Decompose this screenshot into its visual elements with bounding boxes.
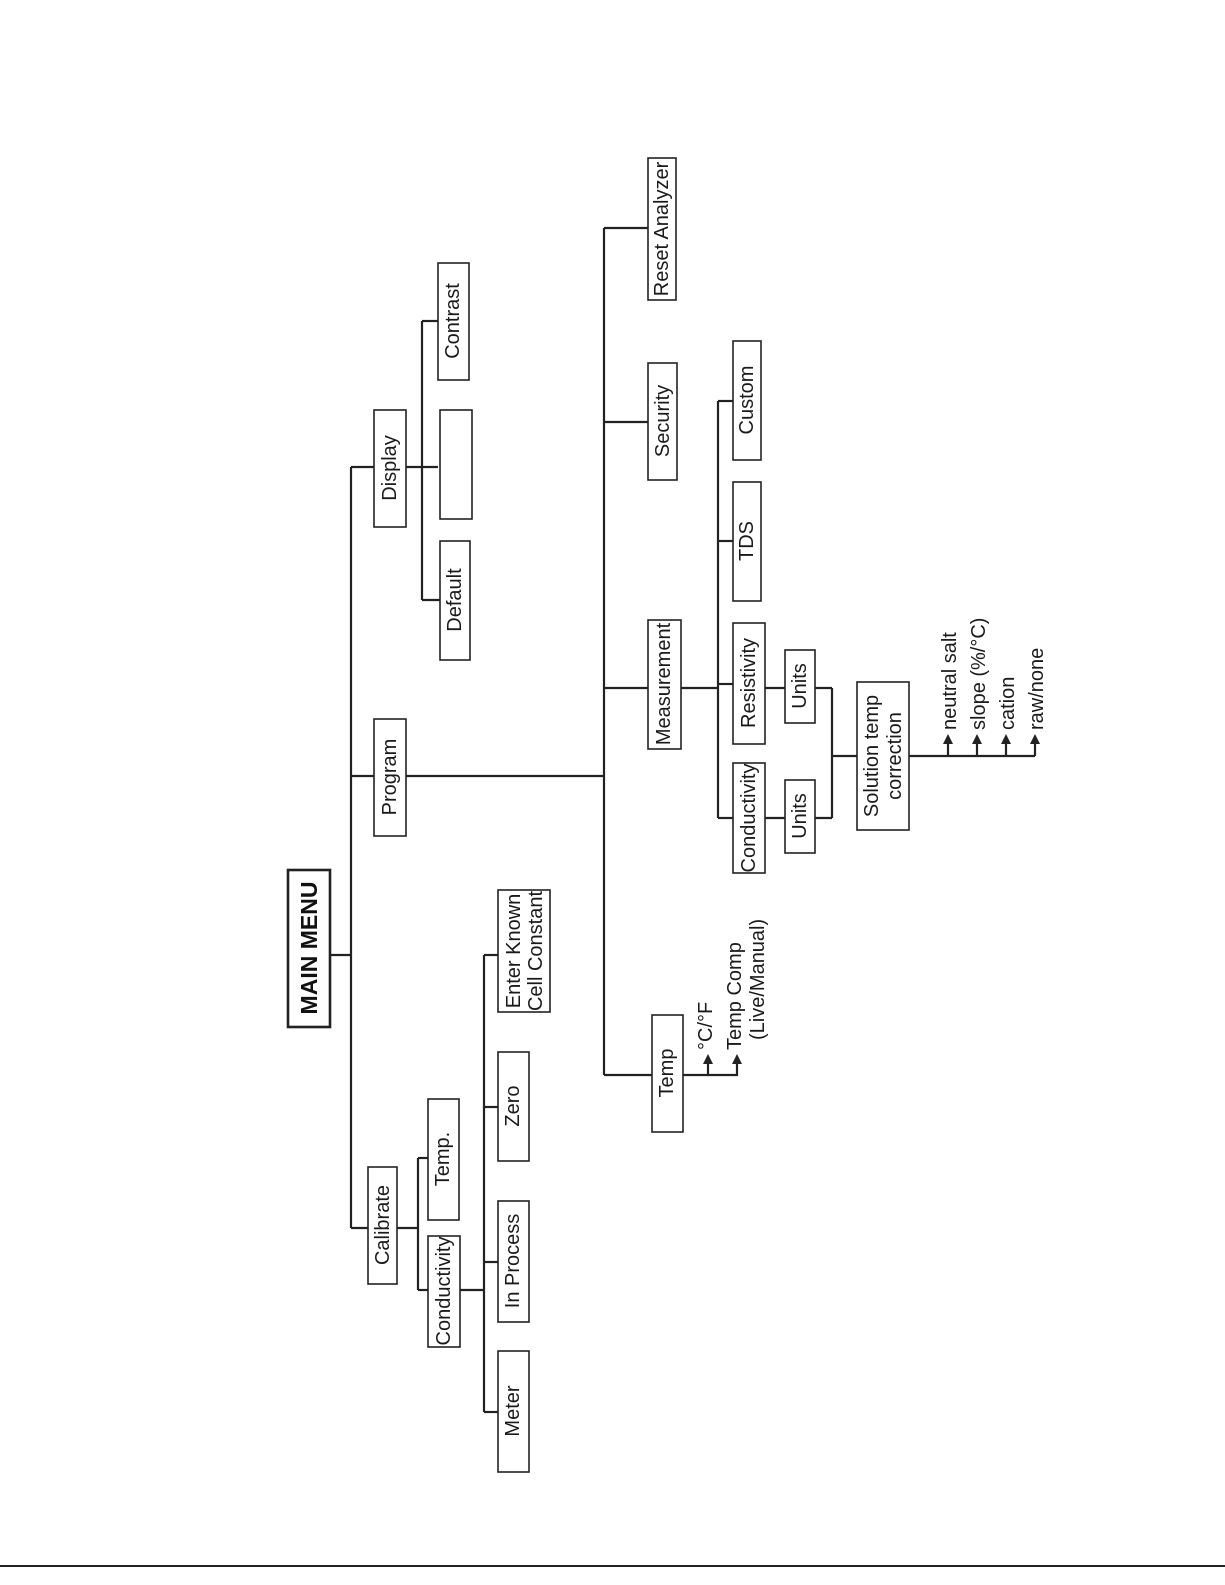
node-program-temp: Temp (651, 1014, 684, 1133)
calibrate-conductivity-label: Conductivity (433, 1237, 455, 1346)
solution-option-neutral-salt: neutral salt (939, 632, 961, 730)
in-process-label: In Process (502, 1214, 524, 1308)
arrow-icon (703, 1054, 713, 1064)
node-measurement-conductivity: Conductivity (732, 762, 766, 874)
measurement-tds-label: TDS (736, 521, 758, 561)
node-in-process: In Process (497, 1200, 530, 1323)
node-enter-known-cell-constant: Enter Known Cell Constant (497, 889, 551, 1013)
enter-known-label-line2: Cell Constant (525, 891, 547, 1012)
node-meter: Meter (497, 1350, 530, 1473)
program-label: Program (379, 739, 401, 816)
connector-lines (330, 226, 1037, 1414)
node-calibrate-temp: Temp. (427, 1098, 460, 1221)
arrow-icon (732, 1054, 742, 1064)
node-zero: Zero (497, 1051, 530, 1162)
conductivity-units-label: Units (789, 793, 811, 839)
node-measurement-tds: TDS (732, 481, 762, 602)
solution-temp-label-line1: Solution temp (861, 695, 883, 817)
measurement-label: Measurement (653, 622, 675, 745)
node-calibrate: Calibrate (367, 1166, 398, 1285)
calibrate-label: Calibrate (372, 1185, 394, 1265)
node-calibrate-conductivity: Conductivity (427, 1235, 461, 1348)
node-display: Display (373, 409, 407, 528)
node-program: Program (373, 718, 407, 837)
arrowheads (703, 734, 1040, 1064)
zero-label: Zero (502, 1085, 524, 1126)
arrow-icon (1030, 734, 1040, 744)
temp-unit-option: °C/°F (695, 1002, 717, 1050)
solution-option-raw-none: raw/none (1026, 648, 1048, 730)
node-resistivity-units: Units (784, 649, 816, 724)
solution-option-cation: cation (997, 677, 1019, 730)
node-display-contrast: Contrast (437, 262, 470, 381)
main-menu-label: MAIN MENU (296, 882, 322, 1015)
node-conductivity-units: Units (784, 779, 816, 854)
node-security: Security (647, 362, 678, 481)
meter-label: Meter (502, 1385, 524, 1436)
arrow-icon (1001, 734, 1011, 744)
solution-temp-label-line2: correction (884, 712, 906, 800)
display-contrast-label: Contrast (442, 283, 464, 359)
node-solution-temp-correction: Solution temp correction (856, 681, 910, 831)
node-measurement-custom: Custom (732, 340, 762, 461)
temp-comp-option-line2: (Live/Manual) (747, 919, 769, 1040)
node-display-default: Default (439, 540, 471, 661)
program-temp-label: Temp (656, 1049, 678, 1098)
measurement-resistivity-label: Resistivity (738, 638, 760, 728)
measurement-custom-label: Custom (736, 366, 758, 435)
node-reset-analyzer: Reset Analyzer (647, 157, 677, 301)
security-label: Security (652, 385, 674, 457)
node-main-menu: MAIN MENU (286, 868, 332, 1029)
node-measurement: Measurement (647, 619, 682, 750)
arrow-icon (943, 734, 953, 744)
arrow-icon (972, 734, 982, 744)
node-display-blank (439, 409, 473, 520)
node-measurement-resistivity: Resistivity (732, 622, 766, 745)
temp-comp-option-line1: Temp Comp (724, 942, 746, 1050)
solution-option-slope: slope (%/°C) (968, 618, 990, 730)
resistivity-units-label: Units (789, 663, 811, 709)
measurement-conductivity-label: Conductivity (738, 764, 760, 873)
display-default-label: Default (444, 568, 466, 632)
calibrate-temp-label: Temp. (432, 1132, 454, 1186)
enter-known-label-line1: Enter Known (503, 894, 525, 1009)
reset-analyzer-label: Reset Analyzer (651, 161, 673, 296)
display-label: Display (379, 435, 401, 501)
